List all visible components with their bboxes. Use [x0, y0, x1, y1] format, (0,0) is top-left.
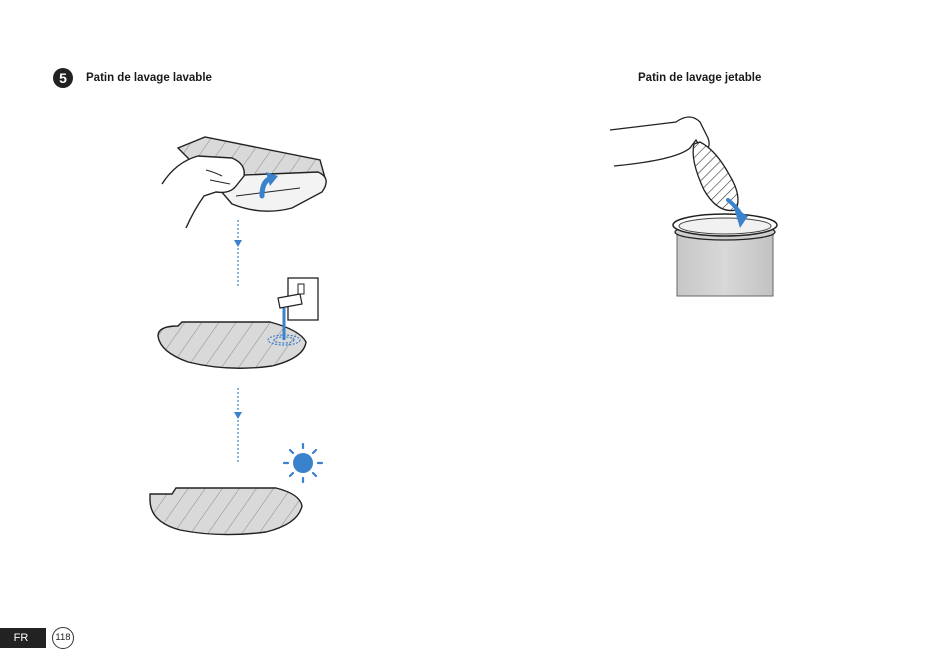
wash-pad-illustration [158, 278, 318, 368]
arrow-down-icon [234, 240, 242, 247]
dry-pad-illustration [150, 444, 322, 535]
remove-pad-illustration [162, 137, 326, 228]
sun-icon [284, 444, 322, 482]
page-number: 118 [52, 627, 74, 649]
language-tab: FR [0, 628, 46, 648]
trash-bin-icon [673, 214, 777, 296]
arrow-down-icon [234, 412, 242, 419]
disposable-pad-illustration [610, 117, 777, 296]
